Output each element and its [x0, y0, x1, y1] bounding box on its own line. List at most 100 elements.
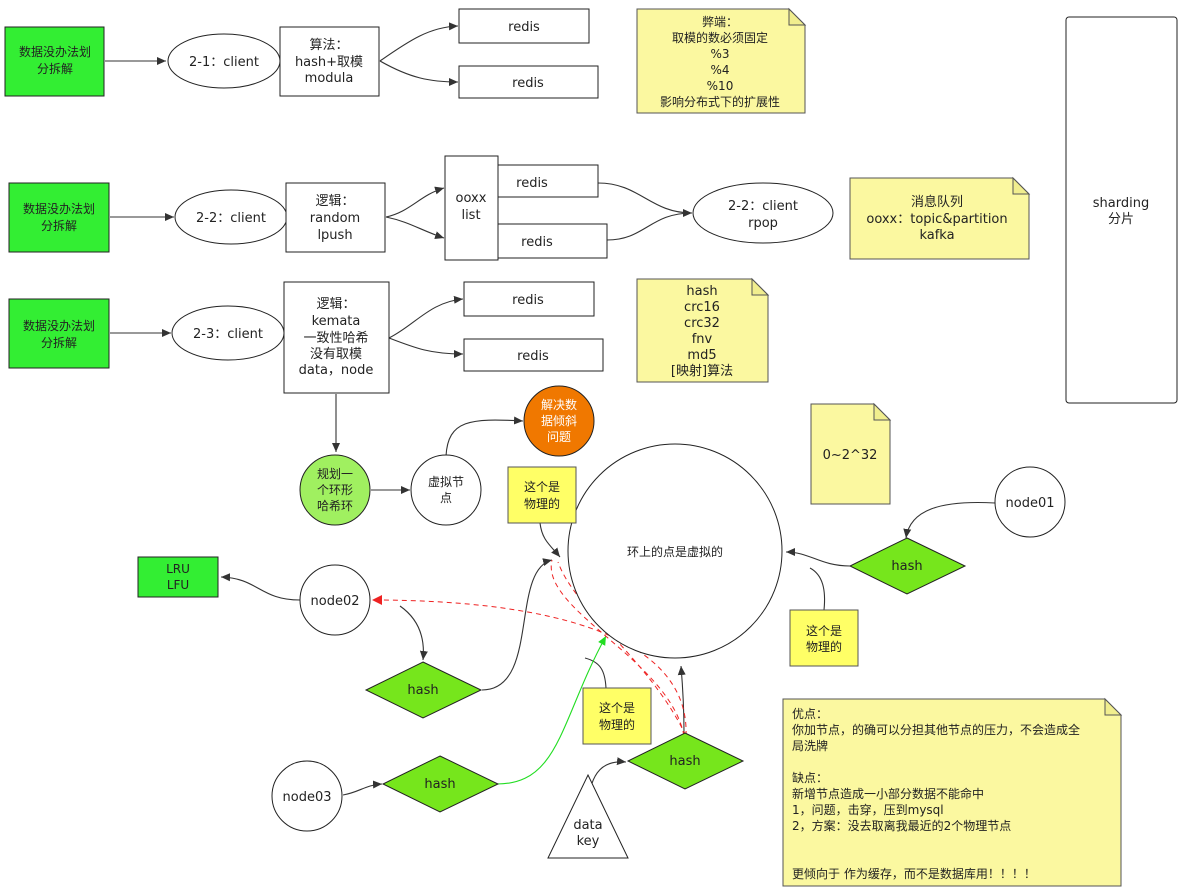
row3-client-ellipse[interactable]: 2-3：client — [171, 305, 285, 361]
row3-client-label: 2-3：client — [193, 327, 263, 342]
row2-note-line3: kafka — [919, 228, 954, 243]
row2-redis-a[interactable]: redis — [497, 164, 599, 198]
row2-source-line1: 数据没办法划 — [23, 201, 95, 216]
row2-list-line2: list — [461, 208, 480, 223]
hash-diamond-left[interactable]: hash — [364, 661, 483, 719]
virtual-line2: 点 — [440, 491, 452, 505]
hash-bottom-label: hash — [669, 754, 700, 769]
row3-note-line1: hash — [686, 284, 717, 299]
edge-physical3-ring — [584, 657, 607, 689]
row1-note-line3: %3 — [710, 47, 729, 61]
row1-client-label: 2-1：client — [189, 55, 259, 70]
edge-hash-ring — [785, 548, 851, 567]
row3-logic-line1: 逻辑： — [316, 297, 355, 312]
row3-redis-a[interactable]: redis — [463, 281, 595, 317]
sharding-box[interactable]: sharding 分片 — [1065, 16, 1178, 404]
row1-algo-line1: 算法： — [309, 38, 348, 53]
row1-note-line2: 取模的数必须固定 — [672, 30, 768, 45]
row3-note-line3: crc32 — [684, 316, 720, 331]
row1-algo-line2: hash+取模 — [295, 55, 363, 70]
hash-diamond-right[interactable]: hash — [848, 537, 967, 595]
row1-note[interactable]: 弊端： 取模的数必须固定 %3 %4 %10 影响分布式下的扩展性 — [636, 7, 807, 114]
edge-algo-redis-b — [379, 60, 459, 86]
row1-source-box[interactable]: 数据没办法划 分拆解 — [4, 26, 105, 97]
row3-logic-box[interactable]: 逻辑： kemata 一致性哈希 没有取模 data，node — [283, 281, 390, 394]
plan-line3: 哈希环 — [317, 498, 353, 513]
row3-note[interactable]: hash crc16 crc32 fnv md5 [映射]算法 — [636, 277, 770, 383]
virtual-node-circle[interactable]: 虚拟节 点 — [410, 454, 482, 526]
row3-note-line2: crc16 — [684, 300, 720, 315]
sharding-line1: sharding — [1093, 196, 1149, 211]
virtual-line1: 虚拟节 — [428, 475, 464, 489]
row1-algo-line3: modula — [305, 71, 354, 86]
row2-logic-line1: 逻辑： — [315, 194, 354, 209]
physical-1-line2: 物理的 — [524, 496, 560, 511]
hash-diamond-bottom-left[interactable]: hash — [381, 755, 500, 813]
row3-source-line2: 分拆解 — [41, 335, 77, 350]
physical-box-3[interactable]: 这个是 物理的 — [582, 687, 652, 745]
row3-redis-b[interactable]: redis — [463, 338, 604, 372]
physical-box-2[interactable]: 这个是 物理的 — [789, 609, 859, 667]
row2-client-ellipse[interactable]: 2-2：client — [174, 189, 288, 245]
row3-note-line5: md5 — [687, 348, 716, 363]
edge-logic3-redis-a — [388, 295, 464, 339]
range-note[interactable]: 0~2^32 — [810, 402, 892, 505]
physical-box-1[interactable]: 这个是 物理的 — [507, 466, 577, 524]
lru-box[interactable]: LRU LFU — [137, 556, 219, 598]
row2-source-box[interactable]: 数据没办法划 分拆解 — [8, 182, 110, 253]
physical-3-line2: 物理的 — [599, 717, 635, 732]
data-key-triangle[interactable]: data key — [547, 773, 629, 859]
row2-note-line2: ooxx：topic&partition — [866, 212, 1007, 227]
row3-logic-line5: data，node — [299, 363, 374, 378]
row2-logic-line3: lpush — [317, 228, 352, 243]
row1-client-ellipse[interactable]: 2-1：client — [167, 33, 281, 89]
ring-center-label: 环上的点是虚拟的 — [627, 544, 723, 559]
hash-diamond-bottom[interactable]: hash — [626, 732, 745, 790]
edge-node02-hash — [399, 605, 428, 661]
row2-redis-b[interactable]: redis — [497, 223, 608, 259]
row2-logic-box[interactable]: 逻辑： random lpush — [285, 182, 386, 253]
row3-logic-line3: 一致性哈希 — [303, 331, 368, 346]
row2-list-box[interactable]: ooxx list — [444, 155, 499, 261]
plan-line2: 个环形 — [317, 483, 353, 497]
plan-circle[interactable]: 规划一 个环形 哈希环 — [299, 454, 371, 526]
row1-note-line4: %4 — [710, 63, 729, 77]
node02-circle[interactable]: node02 — [299, 564, 371, 636]
row3-logic-line2: kemata — [312, 314, 361, 329]
node03-circle[interactable]: node03 — [271, 760, 343, 832]
edge-logic3-redis-b — [388, 337, 464, 358]
hash-left-label: hash — [407, 683, 438, 698]
row1: 数据没办法划 分拆解 2-1：client 算法： hash+取模 modula… — [4, 7, 807, 114]
row2-consumer-ellipse[interactable]: 2-2：client rpop — [692, 182, 834, 244]
row1-redis-b-label: redis — [512, 76, 544, 91]
row3-source-line1: 数据没办法划 — [23, 318, 95, 333]
row2-consumer-line1: 2-2：client — [728, 199, 798, 214]
row1-algo-box[interactable]: 算法： hash+取模 modula — [279, 26, 380, 97]
row1-redis-b[interactable]: redis — [458, 65, 599, 99]
edge-virtual-skew — [445, 416, 524, 457]
row2-redis-a-label: redis — [516, 176, 548, 191]
connectors — [105, 22, 996, 807]
row1-redis-a-label: redis — [508, 20, 540, 35]
ring-section: 规划一 个环形 哈希环 虚拟节 点 解决数 据倾斜 问题 0~2^32 环上的点… — [137, 385, 1066, 859]
edge-physical1-ring — [539, 522, 561, 558]
row2-redis-b-label: redis — [521, 235, 553, 250]
hash-bottom-left-label: hash — [424, 777, 455, 792]
pros-cons-line11: 更倾向于 作为缓存，而不是数据库用！！！！ — [792, 866, 1036, 881]
edge-green-node03-ring — [496, 635, 607, 785]
row2-logic-line2: random — [310, 211, 360, 226]
skew-circle[interactable]: 解决数 据倾斜 问题 — [523, 385, 595, 457]
row3-note-line6: [映射]算法 — [671, 363, 733, 379]
edge-redis-consumer-a — [597, 182, 693, 217]
pros-cons-line3: 局洗牌 — [792, 739, 828, 753]
row2-note[interactable]: 消息队列 ooxx：topic&partition kafka — [849, 176, 1031, 260]
row3-redis-a-label: redis — [512, 293, 544, 308]
row3-note-line4: fnv — [692, 332, 713, 347]
node01-circle[interactable]: node01 — [994, 466, 1066, 538]
pros-cons-note[interactable]: 优点： 你加节点，的确可以分担其他节点的压力，不会造成全 局洗牌 缺点： 新增节… — [782, 697, 1123, 887]
row3-source-box[interactable]: 数据没办法划 分拆解 — [8, 298, 110, 369]
edge-redis-consumer-b — [606, 212, 693, 241]
row1-redis-a[interactable]: redis — [458, 8, 590, 44]
hash-ring[interactable]: 环上的点是虚拟的 — [567, 443, 783, 659]
